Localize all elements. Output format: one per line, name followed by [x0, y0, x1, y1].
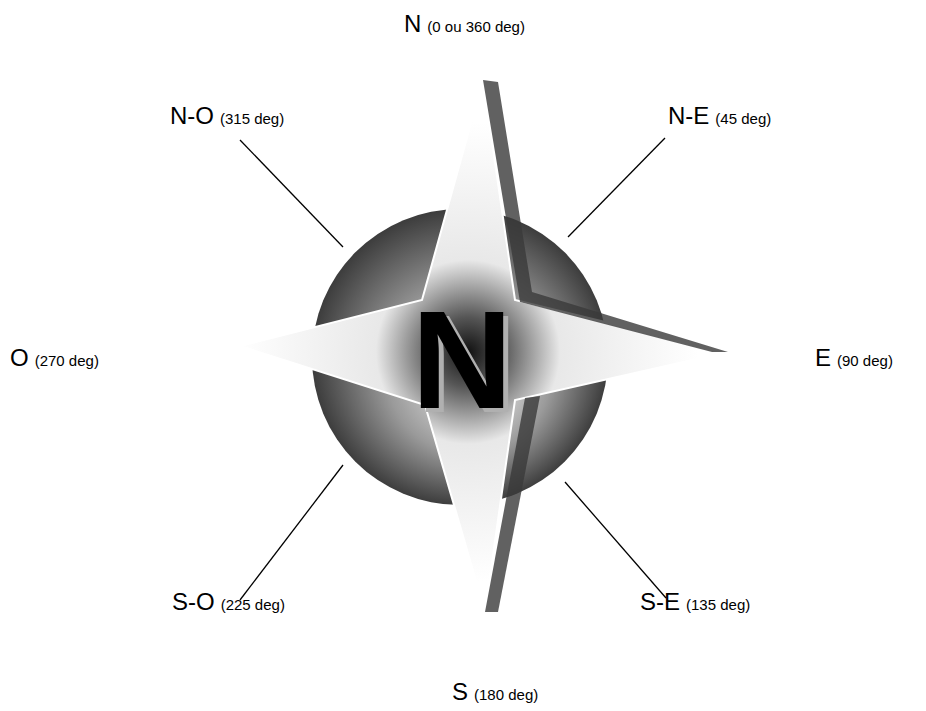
direction-label: O (270 deg) [10, 346, 99, 370]
direction-name: O [10, 346, 29, 370]
direction-label: N-E (45 deg) [668, 104, 771, 128]
direction-label: S-E (135 deg) [640, 590, 750, 614]
leader-line [240, 465, 343, 600]
direction-label: N-O (315 deg) [170, 104, 284, 128]
direction-degrees: (270 deg) [35, 353, 99, 368]
direction-name: N [404, 12, 421, 36]
star-blade [483, 80, 728, 352]
direction-label: S (180 deg) [452, 680, 538, 704]
direction-name: E [815, 346, 831, 370]
center-letter: N [411, 290, 512, 430]
direction-degrees: (0 ou 360 deg) [427, 19, 525, 34]
direction-name: S [452, 680, 468, 704]
direction-degrees: (90 deg) [837, 353, 893, 368]
leader-line [565, 482, 666, 598]
direction-name: S-O [172, 590, 215, 614]
leader-line [240, 140, 343, 247]
compass-star [240, 80, 728, 612]
direction-name: N-E [668, 104, 709, 128]
direction-name: S-E [640, 590, 680, 614]
direction-degrees: (180 deg) [474, 687, 538, 702]
direction-name: N-O [170, 104, 214, 128]
leader-line [568, 138, 665, 237]
direction-degrees: (135 deg) [686, 597, 750, 612]
direction-label: E (90 deg) [815, 346, 893, 370]
direction-label: N (0 ou 360 deg) [404, 12, 525, 36]
direction-label: S-O (225 deg) [172, 590, 285, 614]
direction-degrees: (315 deg) [220, 111, 284, 126]
direction-degrees: (45 deg) [715, 111, 771, 126]
direction-degrees: (225 deg) [221, 597, 285, 612]
